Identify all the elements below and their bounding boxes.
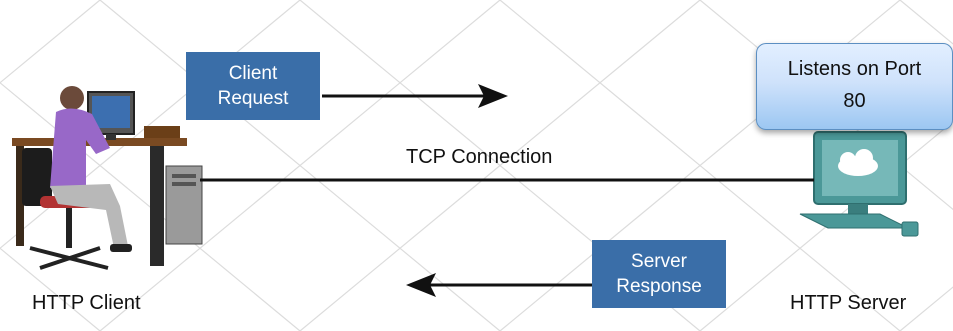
listens-on-port-box: Listens on Port 80 <box>756 43 953 130</box>
http-server-label: HTTP Server <box>790 292 907 314</box>
http-server-icon <box>799 131 919 237</box>
http-client-icon <box>12 86 203 270</box>
server-response-line1: Server <box>631 251 687 272</box>
port-box-line1: Listens on Port <box>787 58 922 80</box>
tcp-connection-label: TCP Connection <box>406 146 553 168</box>
server-response-line2: Response <box>616 276 702 297</box>
client-request-line1: Client <box>228 63 278 84</box>
http-client-label: HTTP Client <box>32 292 141 314</box>
client-request-line2: Request <box>217 88 289 109</box>
request-arrow <box>322 84 508 108</box>
server-response-box: Server Response <box>592 240 726 308</box>
client-request-box: Client Request <box>186 52 320 120</box>
response-arrow <box>406 273 592 297</box>
port-number: 80 <box>843 90 866 112</box>
